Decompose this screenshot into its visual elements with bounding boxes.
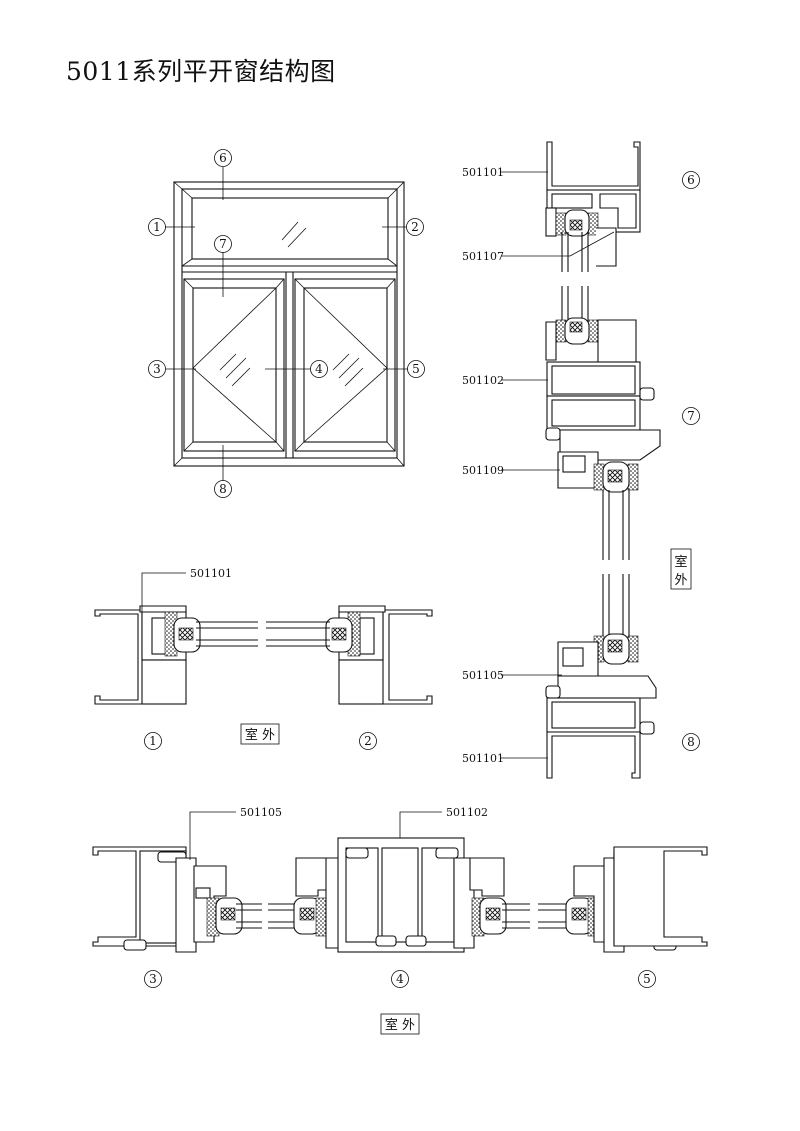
svg-text:3: 3 [153,362,161,376]
svg-text:5: 5 [412,362,420,376]
callout-4: 4 [310,360,328,378]
section-number-8: 8 [687,735,695,749]
svg-text:2: 2 [411,220,419,234]
part-code-501107: 501107 [462,250,504,263]
part-code-501101-bottom: 501101 [462,752,504,765]
window-elevation [165,167,408,481]
section-1-2: 501101 1 2 室 外 [94,567,433,750]
vertical-section [545,141,661,779]
part-code-501105-right: 501105 [462,669,504,682]
section-number-5: 5 [643,972,651,986]
section-number-3: 3 [149,972,157,986]
page-title: 5011系列平开窗结构图 [66,57,336,86]
part-code-501105-bottom: 501105 [240,806,282,819]
callout-3: 3 [148,360,166,378]
vertical-section-labels: 501101 501107 501102 501109 501105 50110… [462,166,700,765]
section-number-2: 2 [364,734,372,748]
exterior-label-2: 室 外 [385,1017,415,1033]
section-number-4: 4 [396,972,404,986]
part-code-501102-bottom: 501102 [446,806,488,819]
svg-text:1: 1 [153,220,161,234]
exterior-label-vertical-1: 室 [674,554,687,570]
callout-6-top: 6 [214,149,232,167]
callout-1: 1 [148,218,166,236]
section-number-6: 6 [687,173,695,187]
section-number-1: 1 [149,734,157,748]
svg-text:4: 4 [315,362,323,376]
svg-text:7: 7 [219,237,227,251]
callout-8-top: 8 [214,480,232,498]
callout-2: 2 [406,218,424,236]
part-code-501101-top: 501101 [462,166,504,179]
section-number-7: 7 [687,409,695,423]
svg-text:8: 8 [219,482,227,496]
callout-7-top: 7 [214,235,232,253]
exterior-label-1: 室 外 [245,727,275,743]
part-code-501101-left: 501101 [190,567,232,580]
part-code-501102-right: 501102 [462,374,504,387]
exterior-label-vertical-2: 外 [674,573,687,588]
part-code-501109: 501109 [462,464,504,477]
section-3-4-5: 501105 501102 [92,806,708,1035]
callout-5: 5 [407,360,425,378]
svg-text:6: 6 [219,151,227,165]
